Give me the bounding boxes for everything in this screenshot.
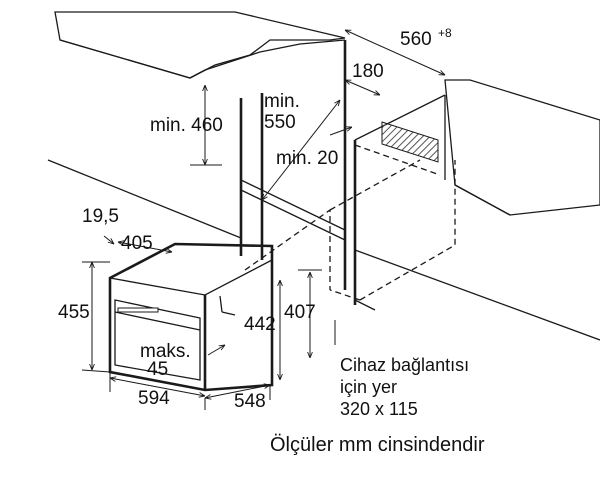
dim-442: 442 — [244, 314, 276, 335]
dim-maks-line2: 45 — [147, 359, 168, 380]
dim-180: 180 — [352, 61, 384, 82]
dim-560-tolerance: +8 — [438, 26, 452, 40]
dim-min-550-line2: 550 — [264, 112, 296, 133]
connection-note: Cihaz bağlantısı için yer 320 x 115 — [340, 355, 469, 419]
dim-min-550-line1: min. — [264, 91, 300, 112]
dim-455: 455 — [58, 302, 90, 323]
dim-min-460: min. 460 — [150, 115, 223, 136]
dim-594: 594 — [138, 388, 170, 409]
dim-560: 560 — [400, 29, 432, 50]
dim-407: 407 — [284, 302, 316, 323]
rear-cutout — [381, 121, 439, 163]
dim-548: 548 — [234, 391, 266, 412]
dimension-lines — [81, 30, 445, 410]
cabinet-outline — [47, 40, 600, 341]
dim-405: 405 — [121, 233, 153, 254]
dim-min-20: min. 20 — [276, 148, 338, 169]
dim-19-5: 19,5 — [82, 206, 119, 227]
dimension-labels: 560 +8 180 min. 460 min. 550 min. 20 19,… — [58, 26, 452, 412]
niche-dashed — [244, 144, 456, 301]
right-countertop — [444, 79, 600, 216]
countertop — [54, 11, 346, 79]
connection-note-line2: için yer — [340, 377, 397, 397]
connection-note-line1: Cihaz bağlantısı — [340, 355, 469, 375]
connection-note-line3: 320 x 115 — [340, 399, 418, 419]
units-caption: Ölçüler mm cinsindendir — [270, 434, 485, 456]
dim-maks-line1: maks. — [140, 341, 191, 362]
